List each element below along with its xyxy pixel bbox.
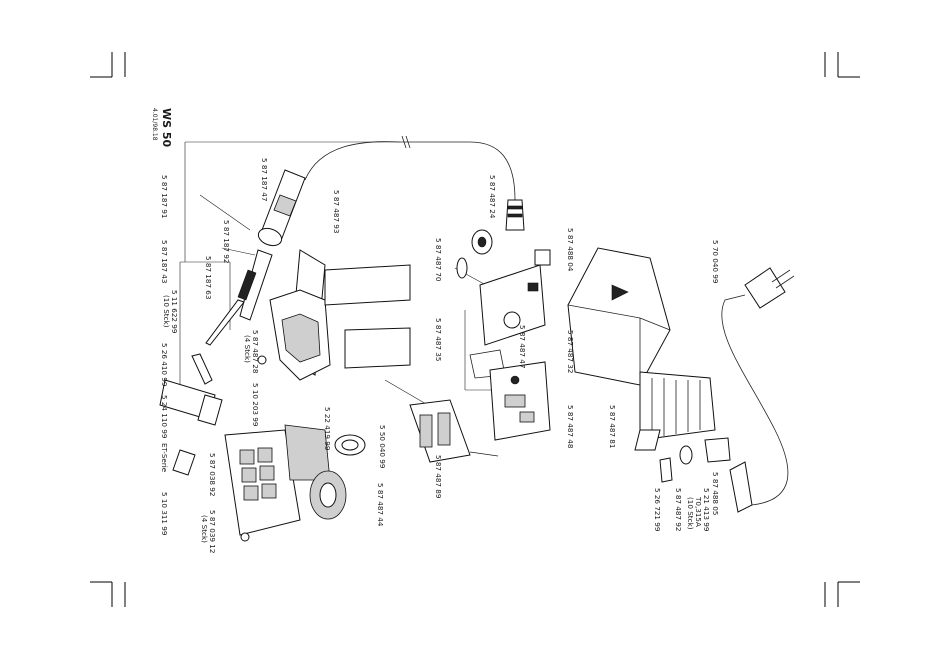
label-10-stck-b: (10 Stck): [686, 497, 695, 530]
label-5-26-721-99: 5 26 721 99: [653, 488, 662, 532]
label-5-24-110-99: 5 24 110 99: [160, 395, 169, 439]
solder-tips: [159, 353, 223, 476]
control-panel: [456, 229, 551, 379]
label-5-26-410-99: 5 26 410 99: [160, 343, 169, 387]
mains-cable: [721, 294, 789, 506]
label-5-87-488-05: 5 87 488 05: [711, 472, 720, 515]
circuit-board: [489, 361, 551, 441]
label-5-87-488-04: 5 87 488 04: [566, 228, 575, 272]
label-4-stck-b: (4 Stck): [200, 515, 209, 543]
label-5-87-187-47: 5 87 187 47: [260, 158, 269, 201]
label-4-stck-a: (4 Stck): [243, 335, 252, 363]
label-5-87-187-91: 5 87 187 91: [160, 175, 169, 218]
label-5-87-487-93: 5 87 487 93: [332, 190, 341, 233]
part-labels: 5 87 187 91 5 87 187 43 5 87 187 47 5 87…: [160, 158, 720, 553]
soldering-iron: [205, 169, 306, 346]
cleaning-coil: [309, 434, 366, 520]
label-5-87-487-48: 5 87 487 48: [566, 405, 575, 449]
label-5-87-487-32: 5 87 487 32: [566, 330, 575, 373]
label-5-87-487-89: 5 87 487 89: [434, 455, 443, 499]
label-5-50-040-99: 5 50 040 99: [378, 425, 387, 469]
label-5-87-487-92: 5 87 487 92: [674, 488, 683, 531]
diagram-title: WS 50: [160, 108, 173, 148]
label-5-87-487-35: 5 87 487 35: [434, 318, 443, 361]
diagram-subtitle: 4.01/98.18: [151, 108, 158, 141]
label-5-87-187-63: 5 87 187 63: [204, 256, 213, 299]
label-5-87-038-92: 5 87 038 92: [208, 453, 217, 496]
heat-sink: [634, 371, 716, 451]
label-t0315a: T0,315A: [694, 496, 703, 527]
label-5-87-487-44: 5 87 487 44: [376, 483, 385, 527]
label-5-87-487-47: 5 87 487 47: [518, 325, 527, 368]
label-5-87-487-81: 5 87 487 81: [608, 405, 617, 448]
label-5-21-413-99: 5 21 413 99: [702, 488, 711, 532]
mains-socket: [659, 437, 753, 513]
label-10-stck: (10 Stck): [162, 295, 171, 328]
transformer: [409, 399, 499, 463]
iron-stand: [257, 249, 411, 381]
label-5-87-487-24: 5 87 487 24: [488, 175, 497, 219]
label-5-22-419-99: 5 22 419 99: [323, 407, 332, 451]
label-5-87-187-43: 5 87 187 43: [160, 240, 169, 283]
label-et-serie: ET-Serie: [160, 443, 169, 473]
label-5-10-311-99: 5 10 311 99: [160, 492, 169, 536]
label-5-87-187-92: 5 87 187 92: [222, 220, 231, 263]
label-5-87-039-12: 5 87 039 12: [208, 510, 217, 553]
iron-cable: [304, 141, 516, 201]
housing-cover: [567, 247, 671, 386]
label-5-87-487-28: 5 87 487 28: [251, 330, 260, 374]
mains-plug: [744, 267, 786, 309]
label-5-87-487-70: 5 87 487 70: [434, 238, 443, 282]
label-5-11-622-99: 5 11 622 99: [170, 290, 179, 334]
label-5-70-040-99: 5 70 040 99: [711, 240, 720, 284]
sponge-base: [224, 424, 331, 542]
crop-marks: [90, 52, 860, 607]
label-5-10-203-99: 5 10 203 99: [251, 383, 260, 427]
